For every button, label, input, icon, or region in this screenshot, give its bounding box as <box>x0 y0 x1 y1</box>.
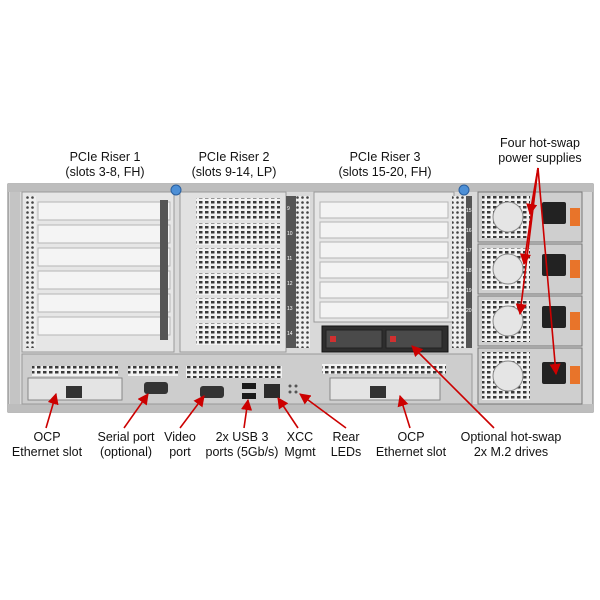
rear-leds <box>288 384 298 394</box>
label-riser-1: PCIe Riser 1(slots 3-8, FH) <box>65 150 145 179</box>
pcie-riser-3 <box>313 191 472 348</box>
slot-number: 16 <box>466 228 472 234</box>
slot-numbers: 9 10 11 12 13 14 15 16 17 18 19 20 <box>287 206 472 337</box>
usb-port[interactable] <box>242 393 256 399</box>
serial-port[interactable] <box>144 382 168 394</box>
psu-2[interactable] <box>477 243 583 295</box>
thumbscrew-icon[interactable] <box>458 184 470 196</box>
slot-number: 9 <box>287 206 290 212</box>
slot-number: 18 <box>466 268 472 274</box>
label-serial-port: Serial port(optional) <box>97 430 155 459</box>
pcie-riser-2 <box>179 191 310 353</box>
slot-number: 10 <box>287 231 293 237</box>
pcie-riser-1 <box>21 191 175 353</box>
slot-number: 19 <box>466 288 472 294</box>
io-strip <box>21 353 473 405</box>
slot-number: 14 <box>287 331 293 337</box>
label-riser-3: PCIe Riser 3(slots 15-20, FH) <box>338 150 432 179</box>
slot-number: 15 <box>466 208 472 214</box>
psu-3[interactable] <box>477 295 583 347</box>
psu-4[interactable] <box>477 347 583 405</box>
label-riser-2: PCIe Riser 2(slots 9-14, LP) <box>191 150 277 179</box>
slot-number: 20 <box>466 308 472 314</box>
slot-number: 17 <box>466 248 472 254</box>
callouts <box>45 167 561 429</box>
video-port[interactable] <box>200 386 224 398</box>
thumbscrew-icon[interactable] <box>170 184 182 196</box>
slot-number: 11 <box>287 256 292 262</box>
xcc-mgmt-port[interactable] <box>264 384 280 398</box>
slot-number: 13 <box>287 306 293 312</box>
psu-1[interactable] <box>477 191 583 243</box>
slot-number: 12 <box>287 281 293 287</box>
m2-drive-bay <box>321 325 449 353</box>
power-supplies <box>477 191 583 405</box>
usb-port[interactable] <box>242 383 256 389</box>
